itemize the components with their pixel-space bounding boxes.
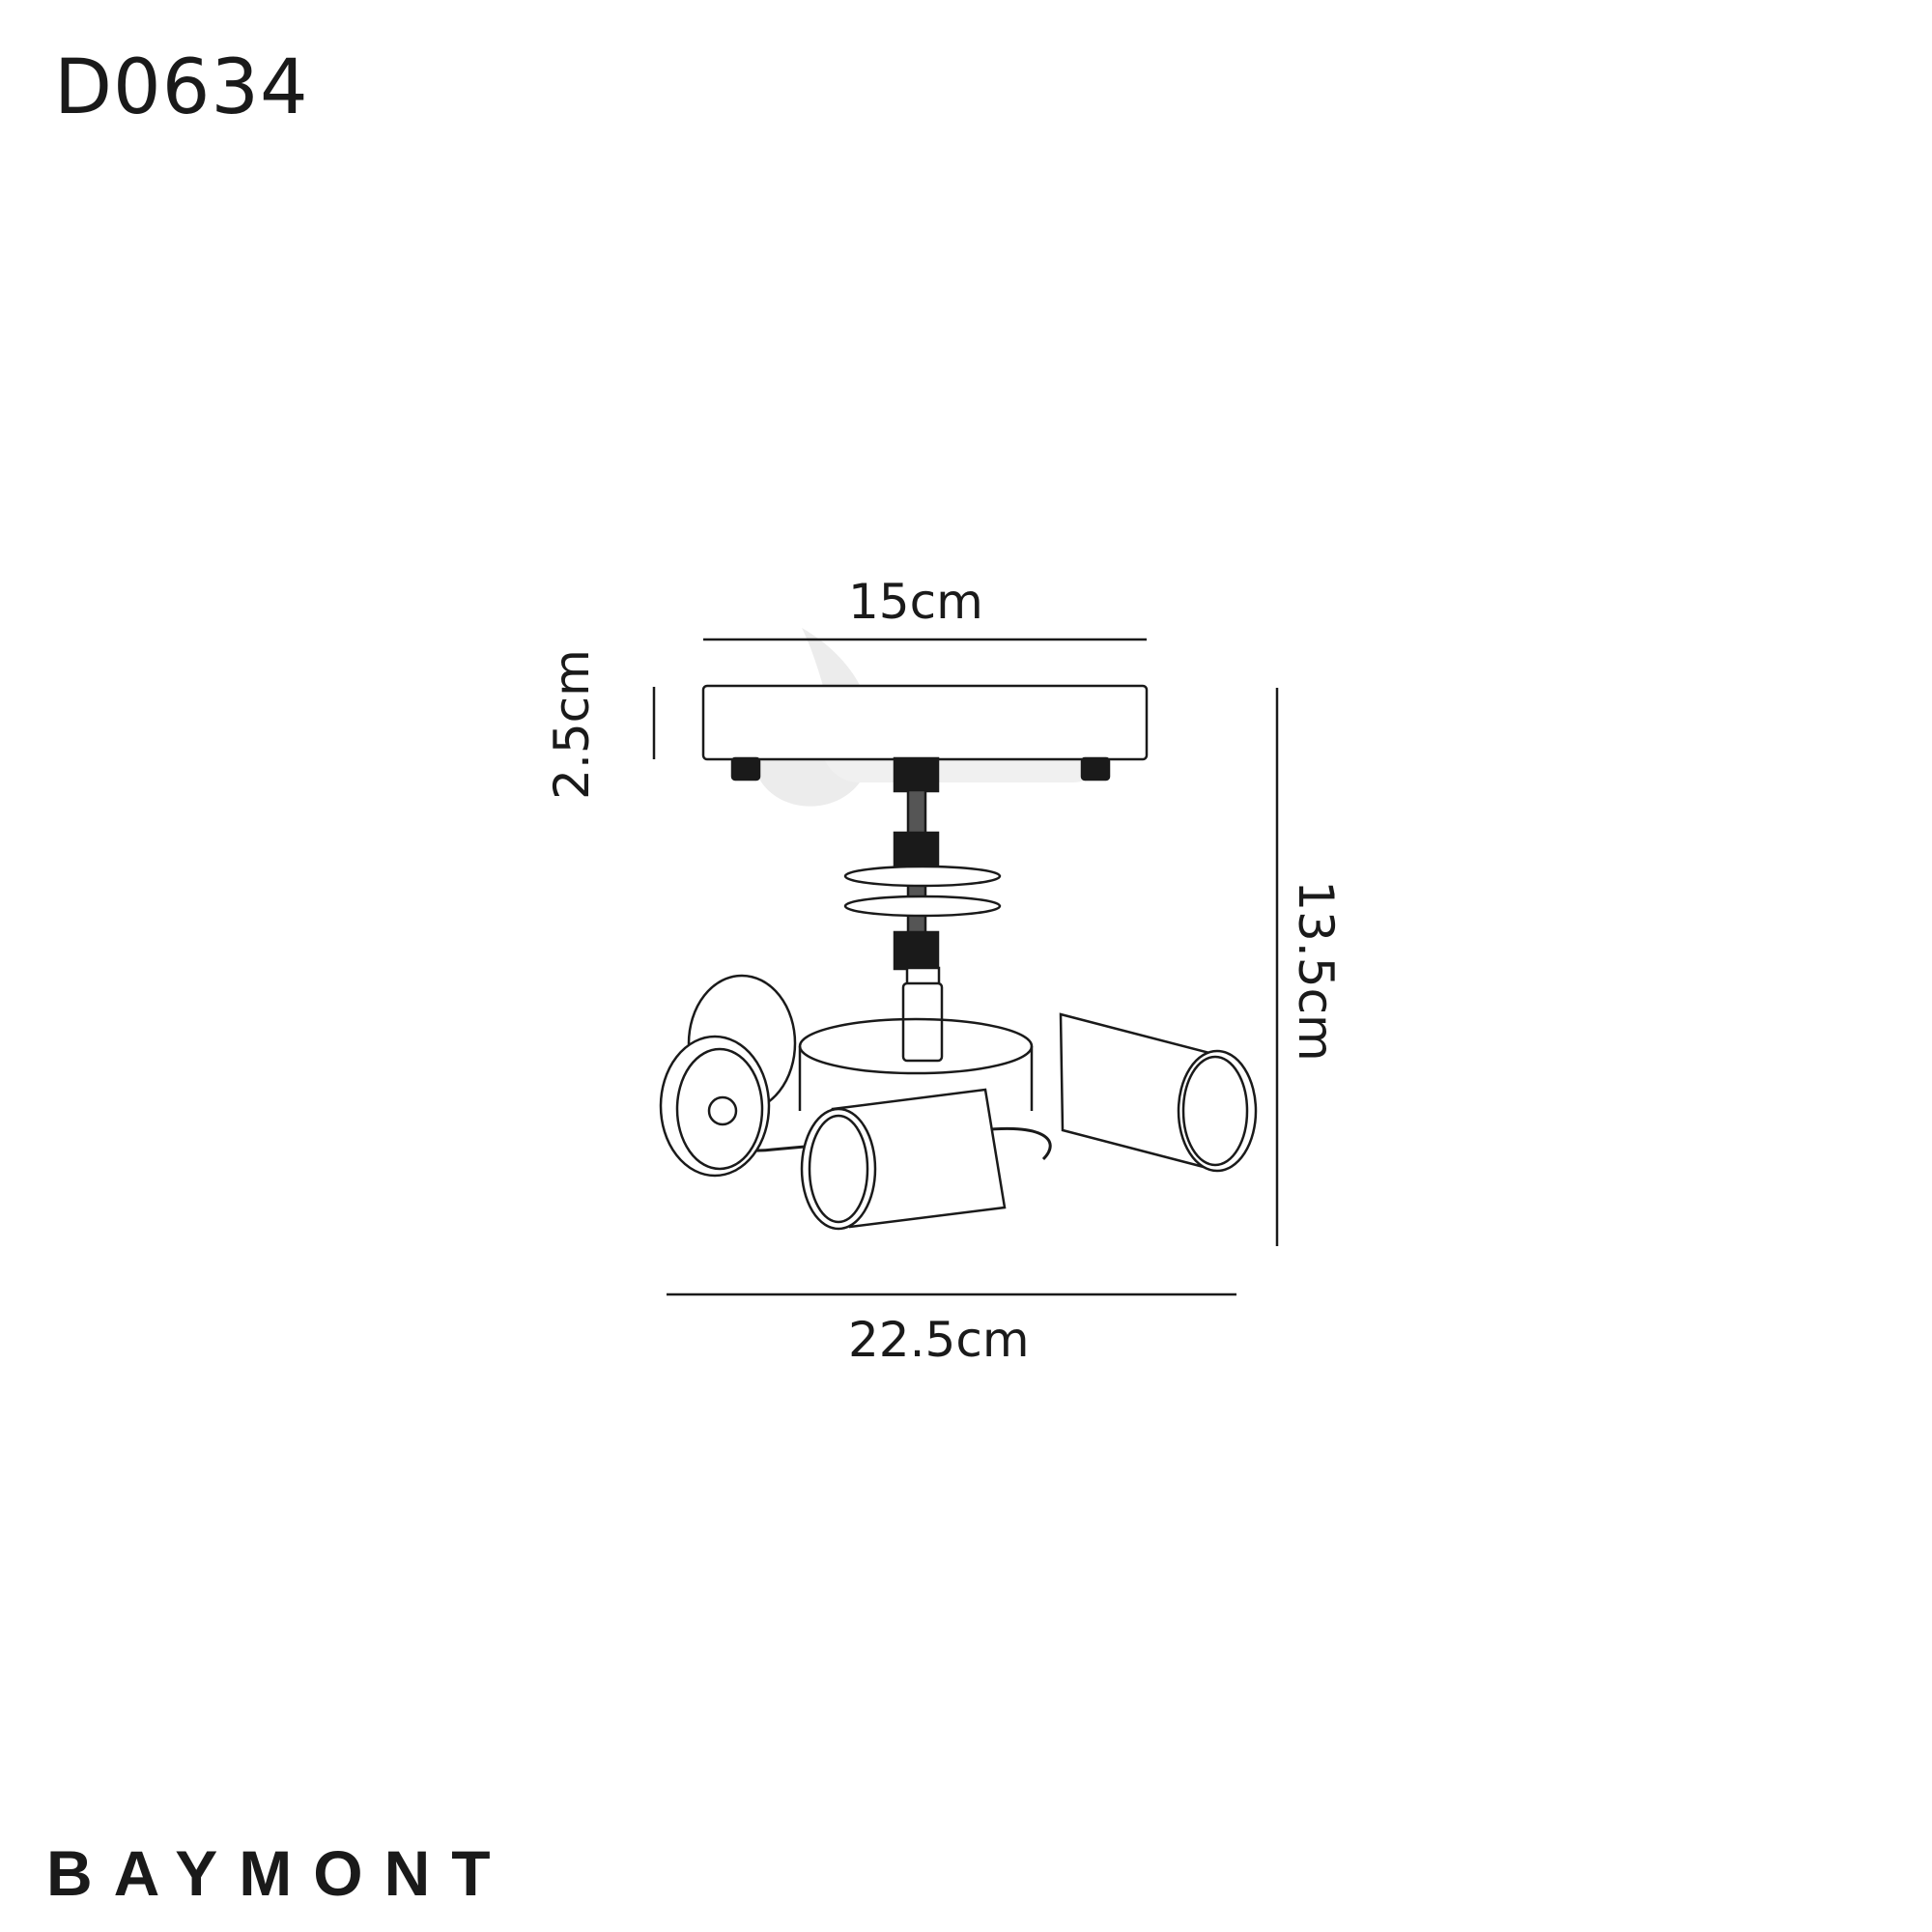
center-nut-mid	[893, 831, 940, 867]
spot-front	[800, 1088, 1007, 1231]
screw-left	[730, 756, 761, 781]
stem	[901, 981, 944, 1063]
overall-height-label: 13.5cm	[1288, 880, 1344, 1062]
hub	[798, 1046, 1034, 1111]
backplate	[701, 684, 1149, 761]
product-code: D0634	[54, 44, 309, 131]
threaded-rod-1	[906, 788, 927, 836]
backplate-width-label: 15cm	[848, 574, 983, 630]
spot-right	[1059, 1012, 1258, 1173]
backplate-height-label: 2.5cm	[544, 649, 600, 800]
center-nut-low	[893, 930, 940, 971]
overall-width-label: 22.5cm	[848, 1312, 1030, 1368]
spot-left	[659, 974, 797, 1178]
washer-bottom	[843, 895, 1002, 918]
washer-top	[843, 865, 1002, 888]
center-nut-top	[893, 756, 940, 793]
screw-right	[1080, 756, 1111, 781]
product-name: BAYMONT	[46, 1837, 512, 1909]
